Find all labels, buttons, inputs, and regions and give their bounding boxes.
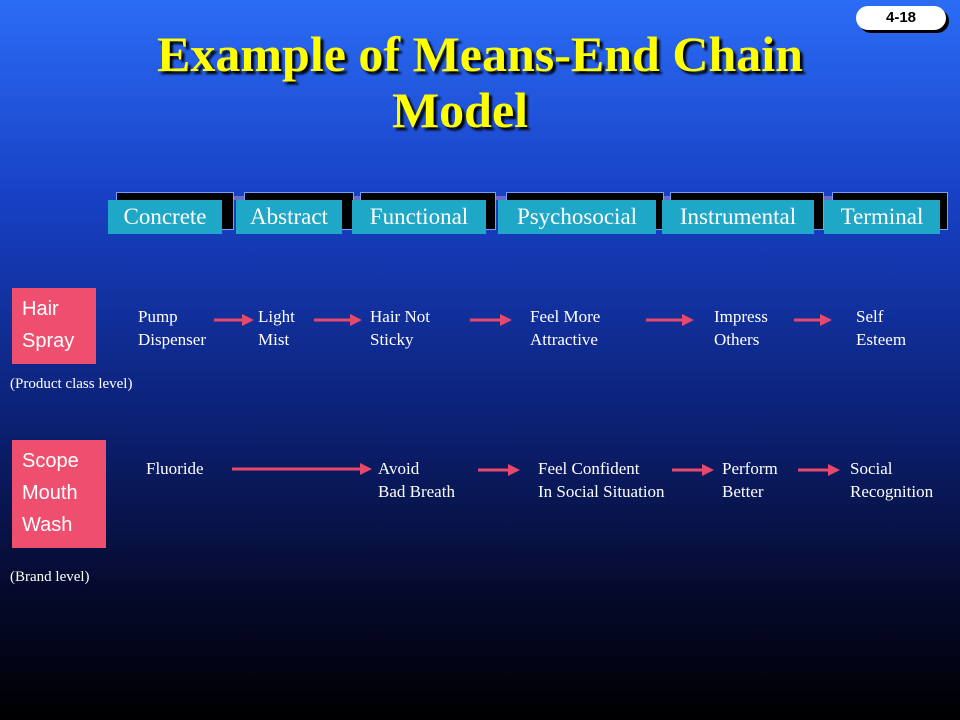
node-line: In Social Situation: [538, 482, 665, 501]
product-line: Scope: [22, 450, 79, 472]
chain-arrow: [478, 462, 520, 478]
chain-arrow: [470, 312, 512, 328]
category-terminal: Terminal: [824, 200, 940, 234]
node-line: Attractive: [530, 330, 598, 349]
node-line: Bad Breath: [378, 482, 455, 501]
chain-node: Feel More Attractive: [530, 305, 600, 351]
chain-arrow: [232, 461, 372, 477]
node-line: Self: [856, 307, 884, 326]
node-line: Hair Not: [370, 307, 430, 326]
product-line: Hair: [22, 298, 59, 320]
chain-node: Impress Others: [714, 305, 768, 351]
chain-node: Perform Better: [722, 457, 778, 503]
chain-node: Feel Confident In Social Situation: [538, 457, 665, 503]
node-line: Feel More: [530, 307, 601, 326]
node-line: Feel Confident: [538, 459, 640, 478]
chain-node: Hair Not Sticky: [370, 305, 430, 351]
slide-number-badge: 4-18: [856, 6, 946, 30]
category-concrete: Concrete: [108, 200, 222, 234]
chain-arrow: [214, 312, 254, 328]
chain-node: Avoid Bad Breath: [378, 457, 455, 503]
node-line: Dispenser: [138, 330, 206, 349]
category-functional: Functional: [352, 200, 486, 234]
chain-arrow: [672, 462, 714, 478]
category-instrumental: Instrumental: [662, 200, 814, 234]
chain-arrow: [646, 312, 694, 328]
node-line: Light: [258, 307, 295, 326]
node-line: Esteem: [856, 330, 907, 349]
node-line: Mist: [258, 330, 290, 349]
chain-node: Social Recognition: [850, 457, 933, 503]
node-line: Perform: [722, 459, 778, 478]
level-label: (Product class level): [10, 376, 133, 392]
node-line: Better: [722, 482, 764, 501]
title-line-2: Model: [391, 82, 529, 138]
node-line: Pump: [138, 307, 178, 326]
title-line-1: Example of Means-End Chain: [157, 26, 803, 82]
category-abstract: Abstract: [236, 200, 342, 234]
node-line: Impress: [714, 307, 768, 326]
chain-node: Light Mist: [258, 305, 295, 351]
category-psychosocial: Psychosocial: [498, 200, 656, 234]
product-line: Spray: [22, 330, 75, 352]
product-scope-mouthwash-box: Scope Mouth Wash: [12, 440, 106, 548]
chain-arrow: [794, 312, 832, 328]
node-line: Recognition: [850, 482, 934, 501]
slide-title: Example of Means-End Chain Model: [0, 26, 960, 138]
level-label: (Brand level): [10, 569, 90, 585]
node-line: Social: [850, 459, 893, 478]
node-line: Sticky: [370, 330, 414, 349]
node-line: Others: [714, 330, 760, 349]
product-line: Wash: [22, 514, 73, 536]
node-line: Avoid: [378, 459, 420, 478]
product-line: Mouth: [22, 482, 78, 504]
chain-node: Self Esteem: [856, 305, 906, 351]
chain-arrow: [314, 312, 362, 328]
product-hair-spray-box: Hair Spray: [12, 288, 96, 364]
node-line: Fluoride: [146, 459, 204, 478]
chain-arrow: [798, 462, 840, 478]
chain-node: Fluoride: [146, 457, 204, 480]
chain-node: Pump Dispenser: [138, 305, 206, 351]
